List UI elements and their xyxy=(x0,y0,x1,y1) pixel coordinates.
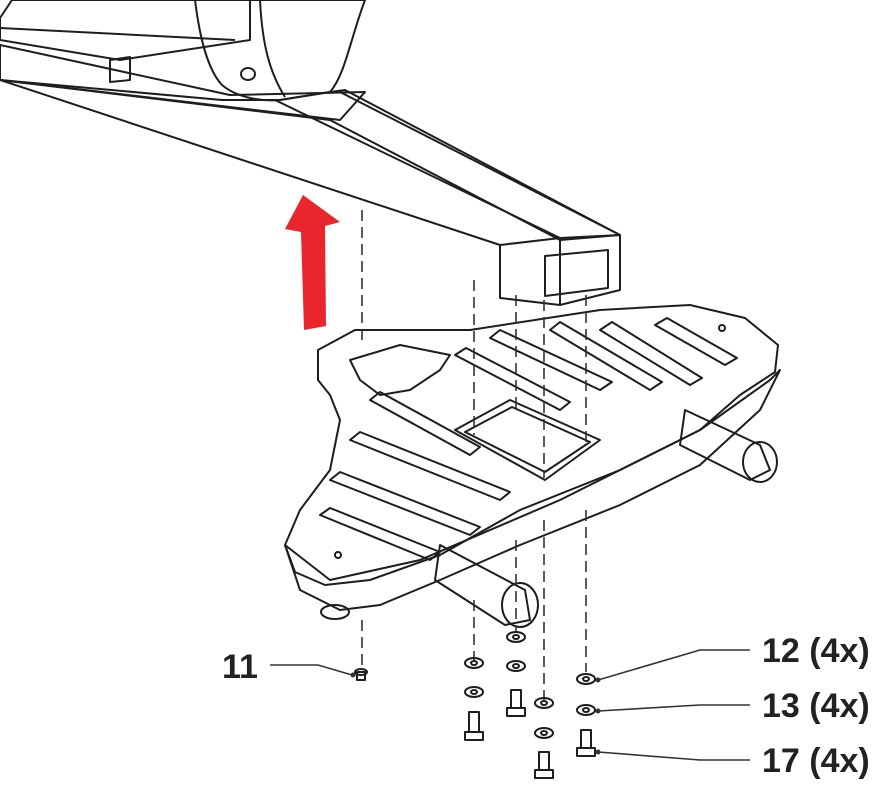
screw-11 xyxy=(354,668,368,681)
bolt-stack-2 xyxy=(506,631,526,717)
alignment-lines xyxy=(361,210,587,700)
bolt-stack-3 xyxy=(534,697,554,779)
callout-label-17: 17 (4x) xyxy=(762,742,870,780)
callout-label-11: 11 xyxy=(222,648,258,686)
hardware xyxy=(354,631,596,779)
arrow-up-icon xyxy=(285,195,340,330)
callout-label-12: 12 (4x) xyxy=(762,632,870,670)
stabilizer-foot xyxy=(284,304,781,628)
bolt-stack-1 xyxy=(464,657,484,741)
bolt-stack-4 xyxy=(576,673,596,757)
leader-lines xyxy=(270,649,750,761)
main-frame xyxy=(0,0,621,306)
callout-label-13: 13 (4x) xyxy=(762,687,870,725)
